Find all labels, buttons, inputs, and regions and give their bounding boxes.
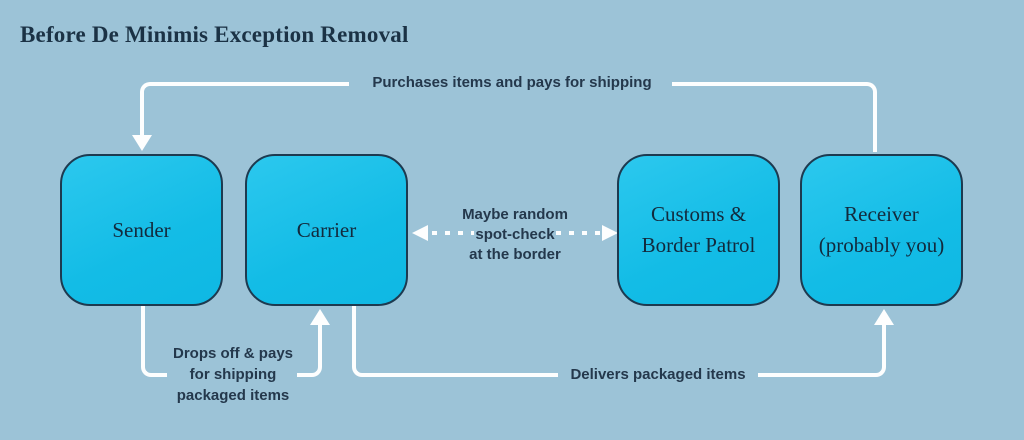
purchases-line-left-corner [140,82,349,138]
delivers-line-right-corner [758,320,886,377]
purchases-line-right-corner [672,82,877,152]
delivers-line-left-corner [352,306,558,377]
node-sender-label: Sender [112,217,171,242]
node-receiver: Receiver (probably you) [800,154,963,306]
edge-label-drops-off: Drops off & pays for shipping packaged i… [172,345,293,404]
dropsoff-line-right-corner [297,320,322,377]
dropsoff-line-left-corner [141,306,167,377]
spotcheck-dashed-line-right [556,231,600,235]
node-sender: Sender [60,154,223,306]
node-carrier-label: Carrier [296,217,357,242]
arrowhead-into-sender-icon [132,135,152,151]
arrowhead-toward-carrier-icon [412,225,428,241]
diagram-title: Before De Minimis Exception Removal [20,22,409,47]
node-receiver-label: Receiver (probably you) [818,202,945,257]
edge-label-purchases: Purchases items and pays for shipping [372,74,652,91]
node-customs-border-patrol: Customs & Border Patrol [617,154,780,306]
edge-label-spot-check: Maybe random spot-check at the border [462,206,568,263]
arrowhead-toward-customs-icon [602,225,618,241]
spotcheck-dashed-line-left [432,231,474,235]
edge-label-delivers: Delivers packaged items [570,366,746,383]
node-customs-border-patrol-label: Customs & Border Patrol [641,202,756,257]
arrowhead-into-carrier-icon [310,309,330,325]
node-carrier: Carrier [245,154,408,306]
arrowhead-into-receiver-icon [874,309,894,325]
